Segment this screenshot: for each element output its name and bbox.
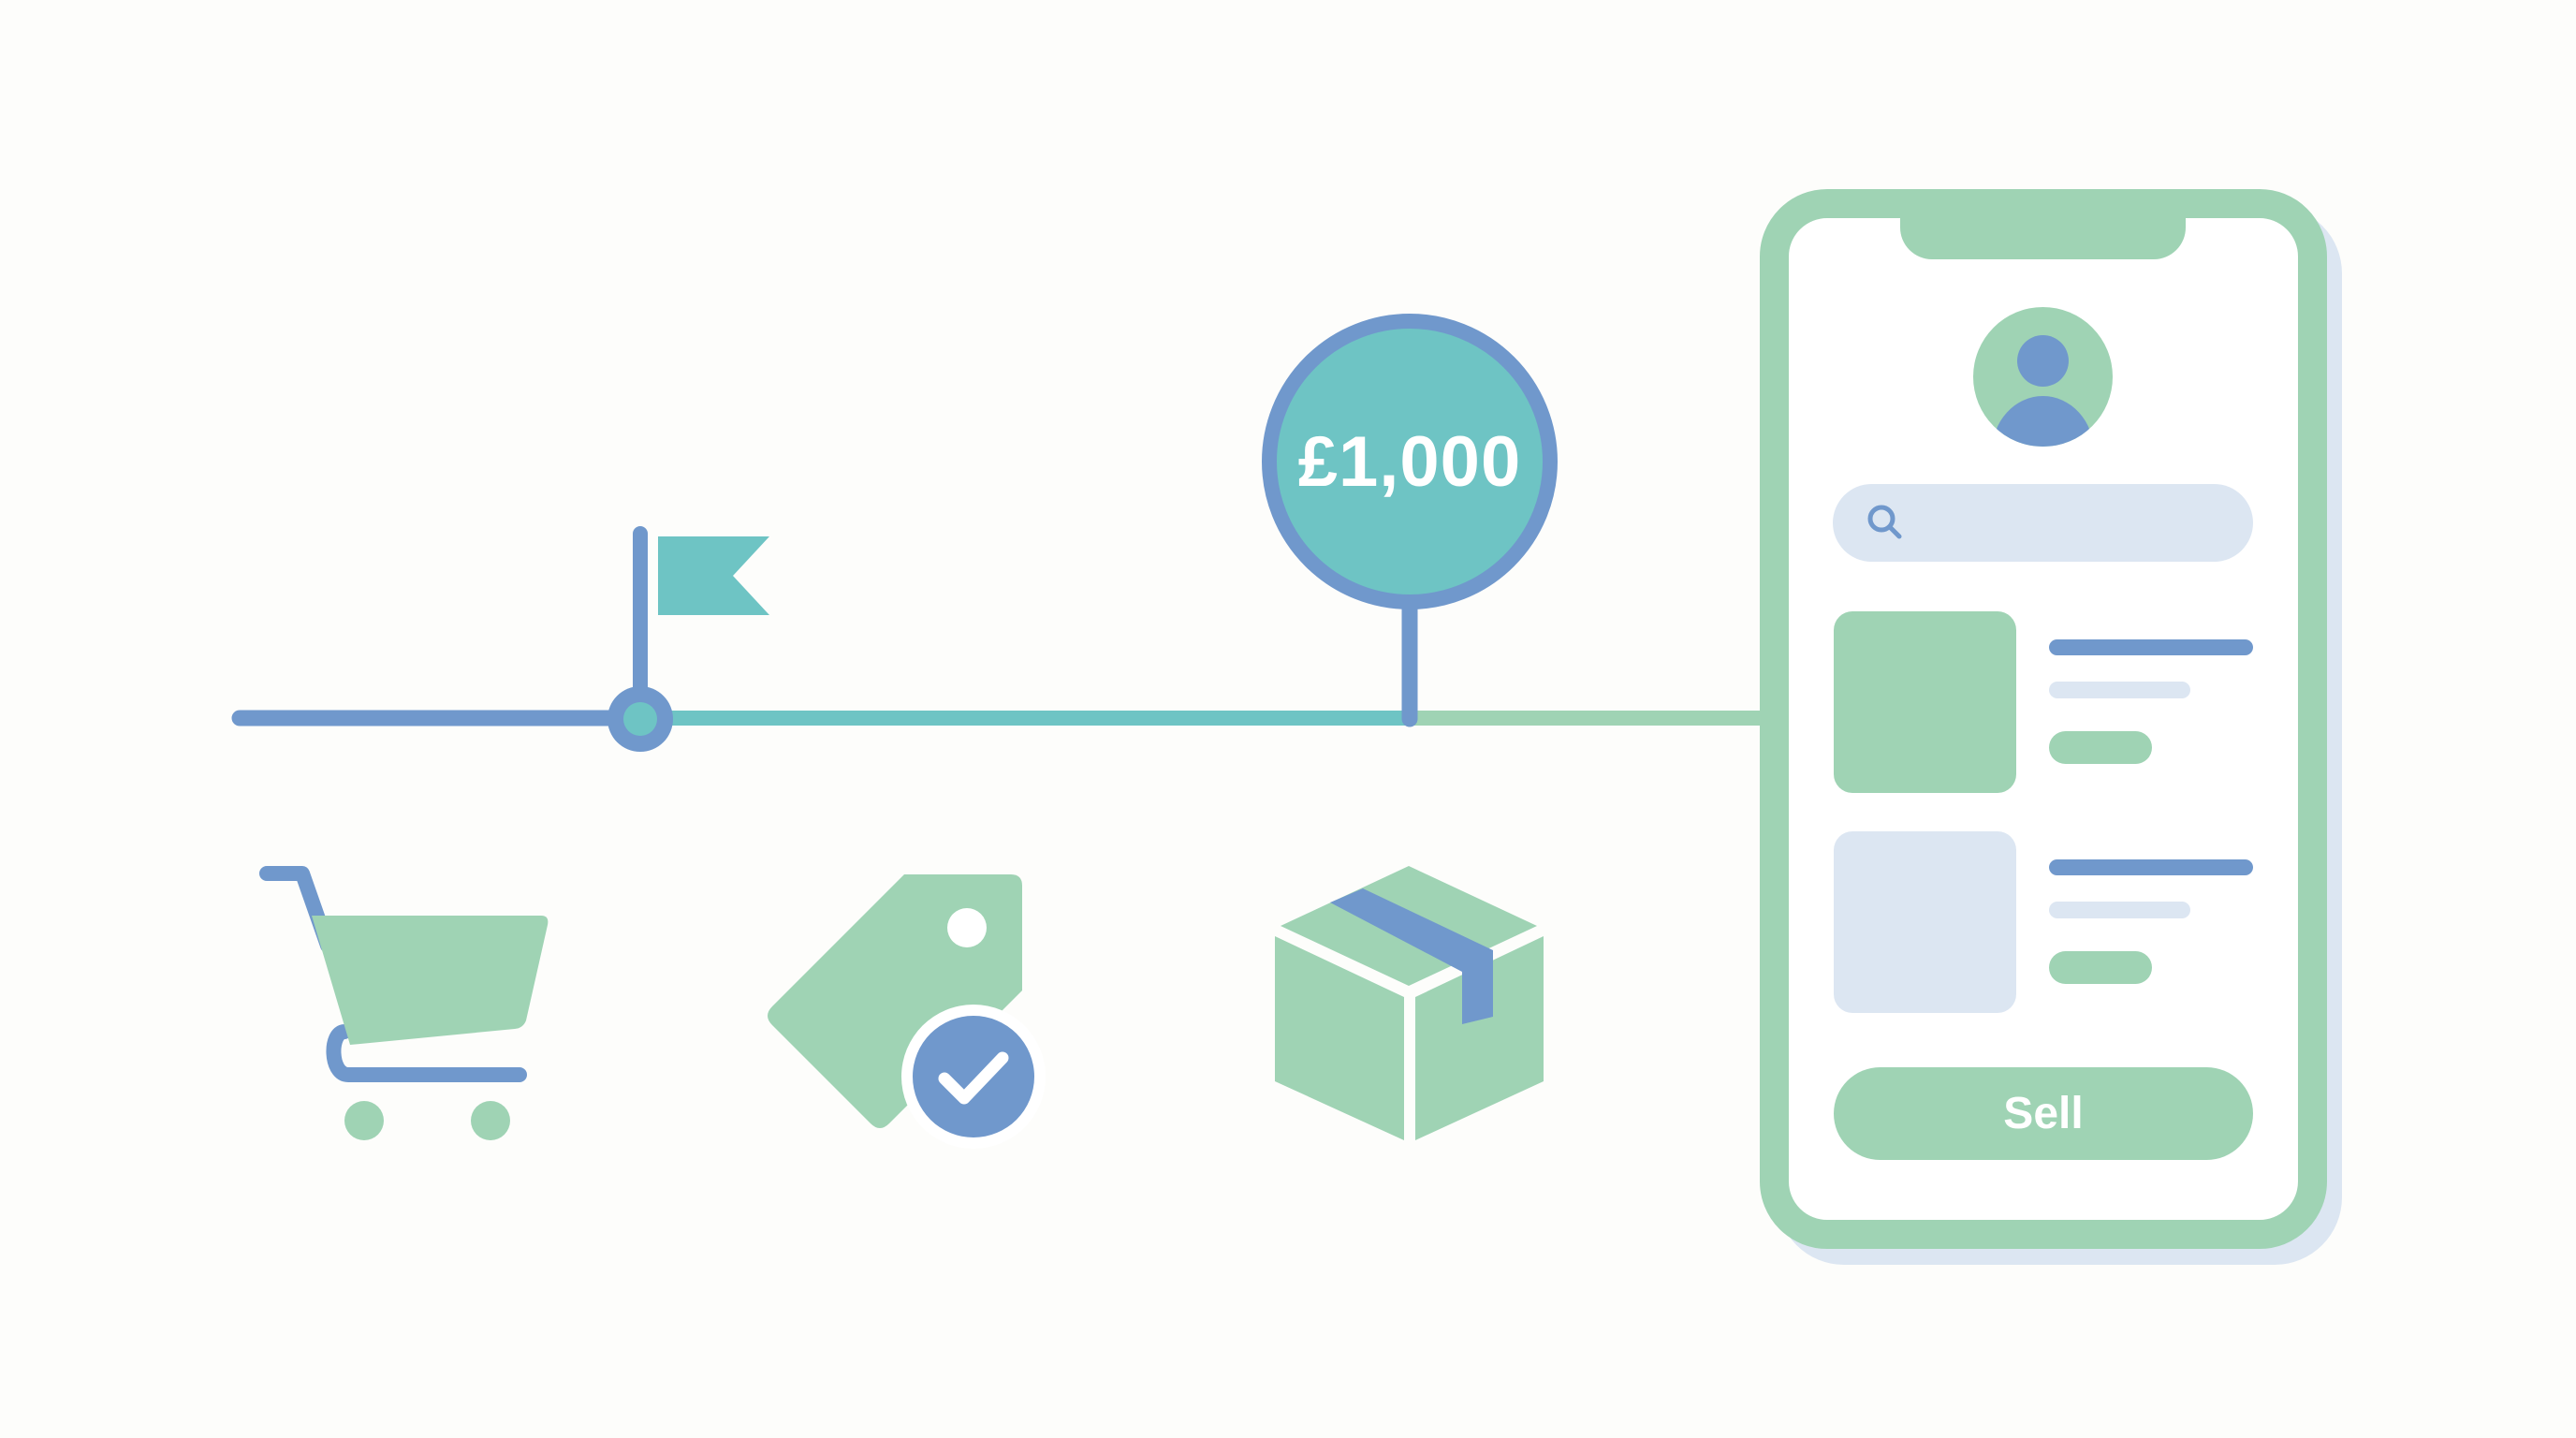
listing-thumbnail[interactable] [1834, 611, 2016, 793]
timeline-node [607, 686, 673, 752]
listing-subtitle-placeholder [2049, 902, 2190, 918]
price-label: £1,000 [1297, 422, 1522, 502]
price-marker-pin [1262, 314, 1558, 727]
package-box-icon [1275, 866, 1544, 1140]
listing-price-pill[interactable] [2049, 951, 2152, 984]
listing-title-placeholder [2049, 639, 2253, 655]
phone-notch [1900, 211, 2186, 259]
search-icon [1867, 505, 1902, 539]
sell-button[interactable]: Sell [1834, 1067, 2253, 1160]
search-input[interactable] [1833, 484, 2253, 562]
shopping-cart-icon [259, 866, 549, 1140]
flag-icon [633, 526, 769, 700]
avatar-body [1992, 396, 2094, 447]
listing-thumbnail[interactable] [1834, 831, 2016, 1013]
listing-subtitle-placeholder [2049, 682, 2190, 698]
listing-title-placeholder [2049, 859, 2253, 875]
price-tag-check-icon [768, 874, 1046, 1149]
avatar-head [2017, 335, 2069, 387]
listing-price-pill[interactable] [2049, 731, 2152, 764]
user-avatar-icon[interactable] [1973, 307, 2113, 447]
